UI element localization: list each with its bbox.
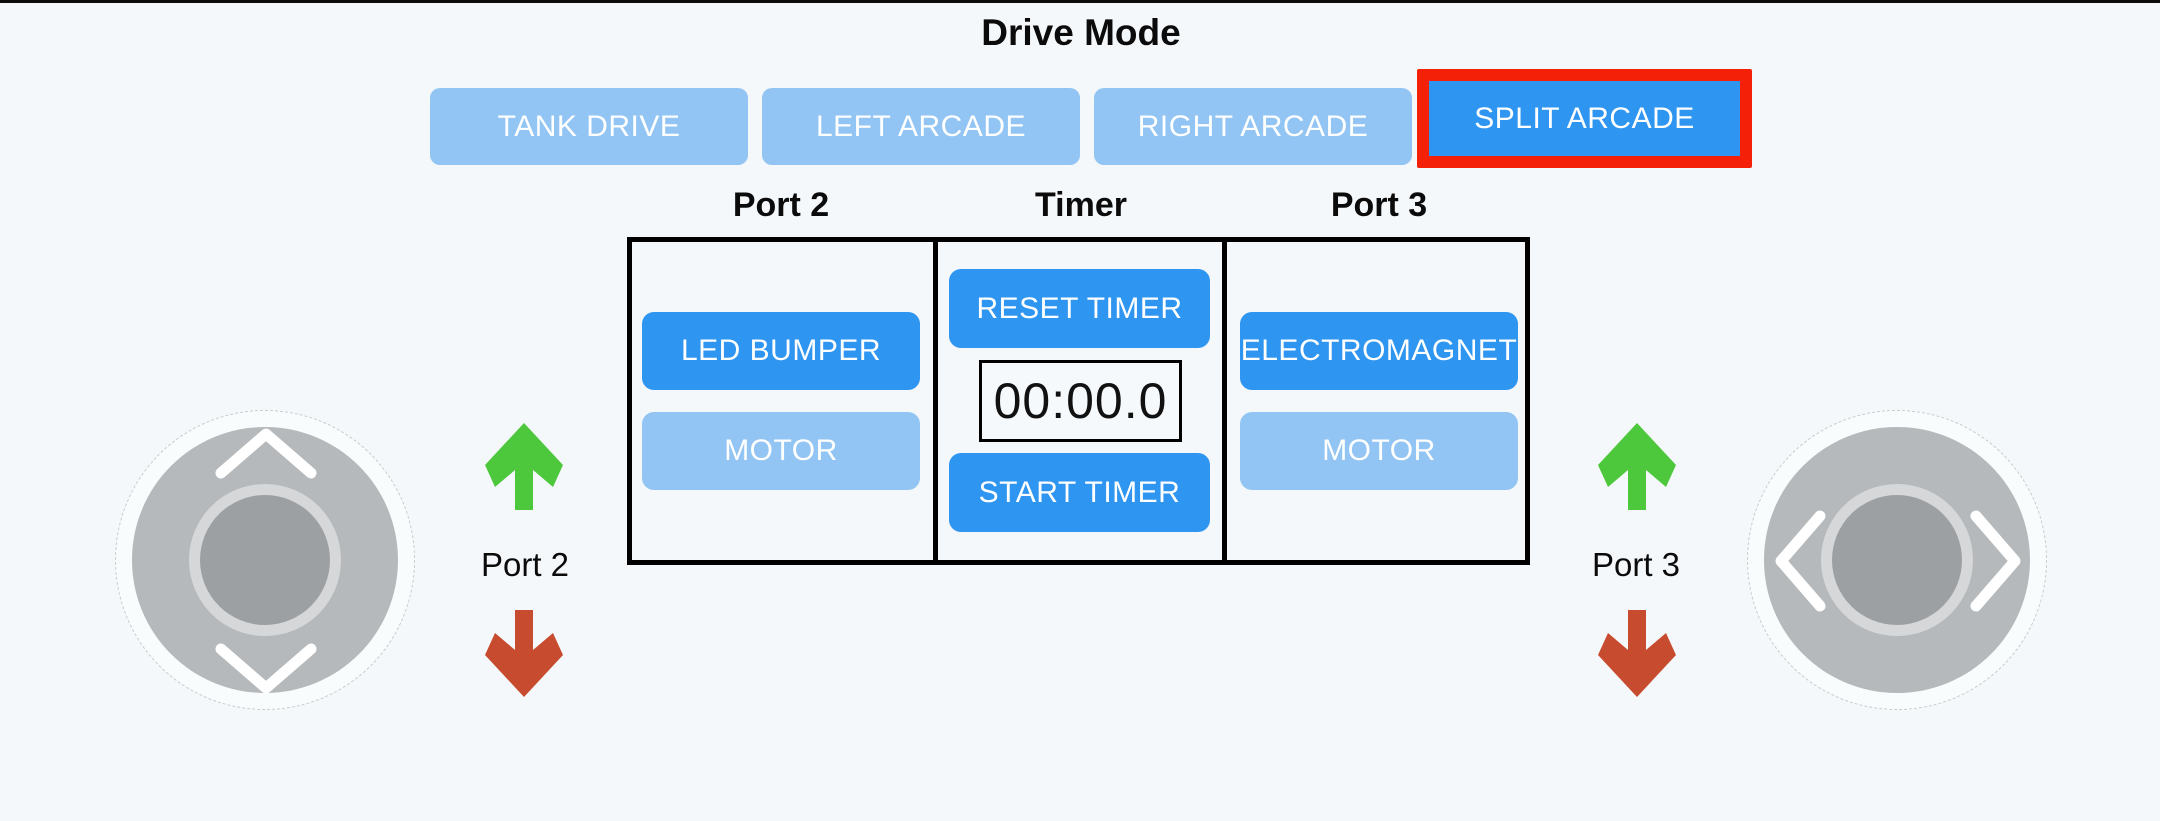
port2-indicator-label: Port 2 <box>480 546 570 583</box>
panel-divider <box>1222 242 1227 560</box>
port2-motor-button[interactable]: MOTOR <box>642 412 920 490</box>
drive-mode-button-left-arcade[interactable]: LEFT ARCADE <box>762 88 1080 165</box>
left-joystick-knob[interactable] <box>200 495 330 625</box>
drive-mode-button-split-arcade-selected[interactable]: SPLIT ARCADE <box>1417 69 1752 168</box>
port3-column-header: Port 3 <box>1330 186 1428 224</box>
panel-divider <box>933 242 938 560</box>
port2-column-header: Port 2 <box>732 186 830 224</box>
red-down-arrow-icon <box>1598 610 1676 697</box>
led-bumper-button[interactable]: LED BUMPER <box>642 312 920 390</box>
green-up-arrow-icon <box>485 423 563 510</box>
device-control-panel: LED BUMPER MOTOR RESET TIMER 00:00.0 STA… <box>627 237 1530 565</box>
port3-indicator-label: Port 3 <box>1591 546 1681 583</box>
window-top-border <box>0 0 2160 3</box>
right-joystick-knob[interactable] <box>1832 495 1962 625</box>
electromagnet-button[interactable]: ELECTROMAGNET <box>1240 312 1518 390</box>
drive-mode-button-tank-drive[interactable]: TANK DRIVE <box>430 88 748 165</box>
reset-timer-button[interactable]: RESET TIMER <box>949 269 1210 348</box>
right-joystick[interactable] <box>1747 410 2047 710</box>
red-down-arrow-icon <box>485 610 563 697</box>
drive-mode-button-right-arcade[interactable]: RIGHT ARCADE <box>1094 88 1412 165</box>
drive-mode-title: Drive Mode <box>981 12 1181 53</box>
timer-column-header: Timer <box>1035 186 1127 224</box>
green-up-arrow-icon <box>1598 423 1676 510</box>
left-joystick[interactable] <box>115 410 415 710</box>
timer-display: 00:00.0 <box>979 360 1182 442</box>
start-timer-button[interactable]: START TIMER <box>949 453 1210 532</box>
port3-motor-button[interactable]: MOTOR <box>1240 412 1518 490</box>
